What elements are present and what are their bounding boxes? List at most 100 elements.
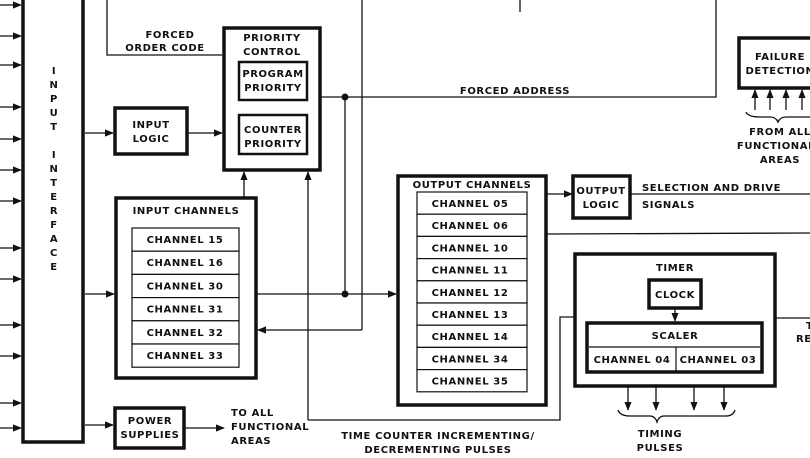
input-logic-label-1: INPUT <box>132 120 169 131</box>
program-priority-label-2: PRIORITY <box>244 83 302 94</box>
input-channel-row: CHANNEL 31 <box>131 297 240 322</box>
selection-drive-label-1: SELECTION AND DRIVE <box>642 183 781 194</box>
input-interface-letter: U <box>50 108 59 119</box>
scaler-channel-04: CHANNEL 04 <box>594 355 671 366</box>
input-channel-row: CHANNEL 32 <box>131 320 240 345</box>
failure-detection-brace <box>745 111 810 124</box>
input-channel-row: CHANNEL 30 <box>131 273 240 299</box>
output-channel-row: CHANNEL 13 <box>416 302 528 326</box>
timing-pulses-label-1: TIMING <box>638 429 682 440</box>
output-channel-label: CHANNEL 10 <box>432 243 509 254</box>
failure-detection-caption-2: FUNCTIONAL <box>737 141 810 152</box>
timing-pulses-label-2: PULSES <box>637 443 684 454</box>
output-channels-title: OUTPUT CHANNELS <box>413 180 532 191</box>
forced-order-code-line <box>106 0 222 56</box>
counter-priority-block <box>237 113 309 156</box>
output-channel-label: CHANNEL 11 <box>432 266 509 277</box>
power-supplies-label-2: SUPPLIES <box>121 430 180 441</box>
power-supplies-block: POWER SUPPLIES <box>113 406 186 450</box>
input-interface-letter: E <box>50 192 57 203</box>
input-channel-row: CHANNEL 33 <box>131 343 240 368</box>
junction-dot <box>341 290 349 298</box>
input-channels-list: CHANNEL 15 CHANNEL 16 CHANNEL 30 CHANNEL 31… <box>131 227 240 368</box>
timing-pulses-brace <box>617 409 736 425</box>
input-channel-label: CHANNEL 31 <box>147 305 224 316</box>
output-channel-row: CHANNEL 34 <box>416 346 528 371</box>
output-channel-label: CHANNEL 12 <box>432 288 509 299</box>
clock-label: CLOCK <box>655 290 696 301</box>
output-channel-label: CHANNEL 35 <box>432 377 509 388</box>
timer-right-caption-2: RE <box>796 334 810 345</box>
power-supplies-label-1: POWER <box>128 416 172 427</box>
output-logic-label-1: OUTPUT <box>576 186 625 197</box>
timer-right-caption-1: T <box>806 321 810 332</box>
output-channel-row: CHANNEL 11 <box>416 258 528 282</box>
priority-control-title-2: CONTROL <box>243 47 301 58</box>
clock-block <box>647 278 703 310</box>
input-logic-block: INPUT LOGIC <box>113 106 189 156</box>
to-all-functional-label-1: TO ALL <box>231 408 274 419</box>
time-counter-label-1: TIME COUNTER INCREMENTING/ <box>341 431 534 442</box>
input-interface-letter: P <box>50 94 58 105</box>
input-channel-label: CHANNEL 30 <box>147 281 224 292</box>
output-channel-row: CHANNEL 10 <box>416 235 528 260</box>
input-interface-letter: R <box>50 206 58 217</box>
input-channel-label: CHANNEL 32 <box>147 328 224 339</box>
to-all-functional-label-2: FUNCTIONAL <box>231 422 309 433</box>
input-channel-label: CHANNEL 15 <box>147 235 224 246</box>
failure-detection-block: FAILURE DETECTION <box>737 36 810 90</box>
input-interface-letter: I <box>52 66 56 77</box>
forced-address-line <box>321 0 717 98</box>
output-channels-list: CHANNEL 05 CHANNEL 06 CHANNEL 10 CHANNEL 11… <box>416 191 528 393</box>
failure-detection-caption-1: FROM ALL <box>749 127 810 138</box>
program-priority-block <box>237 60 309 102</box>
input-channels-title: INPUT CHANNELS <box>133 206 240 217</box>
input-interface-letter: A <box>50 234 58 245</box>
failure-detection-label-2: DETECTION <box>746 66 810 77</box>
output-channel-label: CHANNEL 14 <box>432 332 509 343</box>
counter-priority-label-2: PRIORITY <box>244 139 302 150</box>
input-interface-letter: T <box>50 178 57 189</box>
output-channels-right-line <box>546 232 810 235</box>
input-channel-label: CHANNEL 33 <box>147 351 224 362</box>
input-interface-letter: C <box>50 248 58 259</box>
timer-block: TIMER CLOCK SCALER CHANNEL 04 CHANNEL 03 <box>573 252 777 388</box>
timer-title: TIMER <box>656 263 694 274</box>
failure-detection-caption-3: AREAS <box>760 155 800 166</box>
forced-order-code-label-1: FORCED <box>145 30 194 41</box>
output-logic-block: OUTPUT LOGIC <box>571 174 632 220</box>
input-interface-letter: E <box>50 262 57 273</box>
scaler-label: SCALER <box>652 331 699 342</box>
forced-order-code-label-2: ORDER CODE <box>125 43 205 54</box>
forced-address-label: FORCED ADDRESS <box>460 86 570 97</box>
scaler-channel-03: CHANNEL 03 <box>680 355 757 366</box>
output-channel-row: CHANNEL 35 <box>416 369 528 393</box>
input-interface-letter: I <box>52 150 56 161</box>
counter-priority-label-1: COUNTER <box>244 125 302 136</box>
output-channel-label: CHANNEL 13 <box>432 310 509 321</box>
time-counter-label-2: DECREMENTING PULSES <box>364 445 511 456</box>
to-all-functional-label-3: AREAS <box>231 436 271 447</box>
input-channel-row: CHANNEL 16 <box>131 250 240 275</box>
input-interface-letter: T <box>50 122 57 133</box>
output-logic-label-2: LOGIC <box>583 200 620 211</box>
priority-control-title-1: PRIORITY <box>243 33 301 44</box>
timer-to-time-counter-line <box>308 316 575 421</box>
output-channel-label: CHANNEL 34 <box>432 354 509 365</box>
program-priority-label-1: PROGRAM <box>242 69 303 80</box>
input-interface-letter: F <box>50 220 57 231</box>
timing-pulse-arrows <box>624 387 728 411</box>
output-channel-row: CHANNEL 12 <box>416 280 528 304</box>
input-interface-letter: N <box>50 80 59 91</box>
output-channel-label: CHANNEL 06 <box>432 221 509 232</box>
failure-detection-input-arrows <box>751 89 806 110</box>
input-interface-incoming-arrows <box>0 1 22 432</box>
selection-drive-label-2: SIGNALS <box>642 200 695 211</box>
output-channel-row: CHANNEL 05 <box>416 191 528 215</box>
output-channel-label: CHANNEL 05 <box>432 199 509 210</box>
